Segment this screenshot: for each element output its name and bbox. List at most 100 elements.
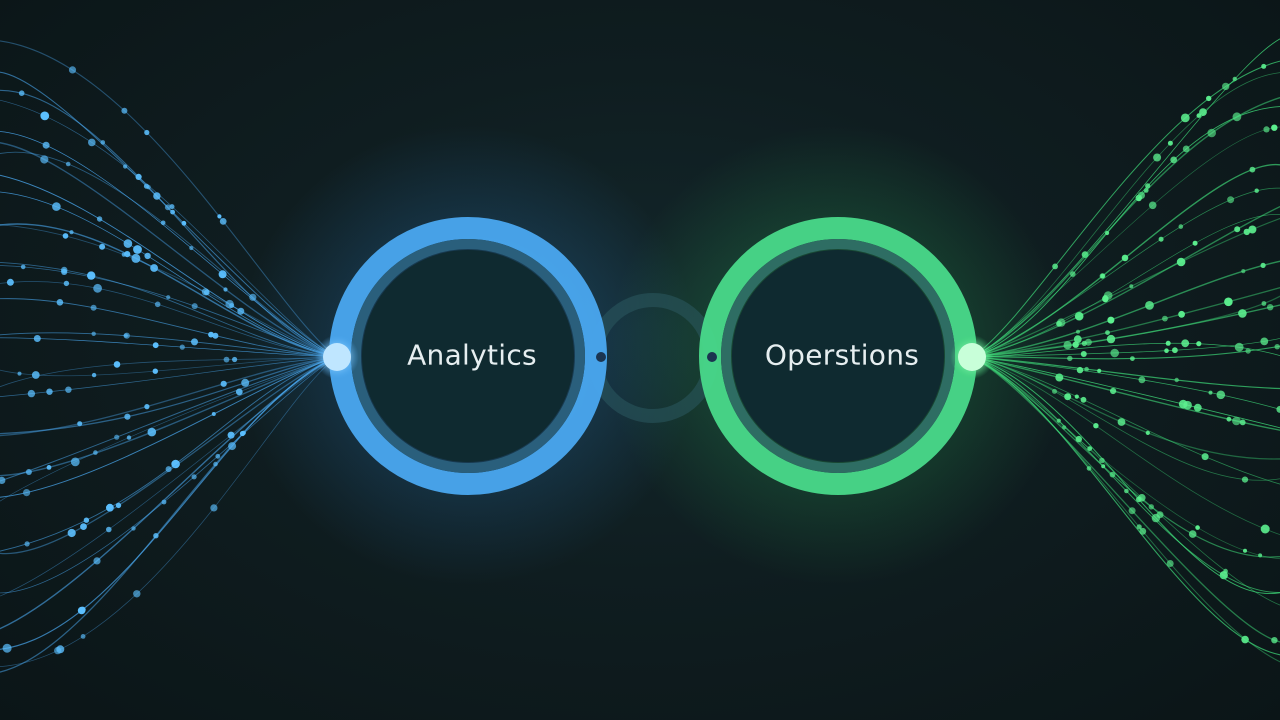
fiber-node-dot	[1074, 394, 1079, 399]
fiber-node-dot	[1093, 423, 1099, 429]
fiber-strand	[0, 356, 338, 555]
fiber-node-dot	[1121, 254, 1129, 262]
fiber-node-dot	[1138, 494, 1146, 502]
fiber-strand	[971, 164, 1280, 358]
fiber-node-dot	[223, 287, 228, 292]
fiber-node-dot	[88, 138, 96, 147]
fiber-node-dot	[1117, 418, 1126, 426]
fiber-node-dot	[146, 185, 151, 190]
fiber-node-dot	[171, 459, 180, 469]
fiber-node-dot	[1166, 560, 1174, 567]
fiber-node-dot	[191, 303, 198, 310]
fiber-strand	[0, 142, 338, 358]
fiber-node-dot	[1208, 390, 1213, 395]
fiber-node-dot	[131, 253, 141, 263]
fiber-node-dot	[1145, 183, 1151, 189]
fiber-node-dot	[223, 356, 230, 363]
fiber-node-dot	[1110, 348, 1119, 358]
fiber-node-dot	[169, 204, 175, 210]
fiber-node-dot	[1165, 340, 1171, 346]
fiber-node-dot	[154, 301, 161, 308]
fiber-node-dot	[1241, 476, 1249, 483]
fiber-node-dot	[65, 161, 71, 167]
fiber-node-dot	[80, 634, 86, 639]
fiber-node-dot	[126, 435, 132, 440]
fiber-node-dot	[27, 389, 36, 398]
fiber-node-dot	[69, 230, 74, 235]
fiber-node-dot	[218, 270, 227, 279]
fiber-node-dot	[1148, 504, 1155, 510]
fiber-strand	[971, 106, 1280, 358]
fiber-node-dot	[1254, 188, 1259, 193]
fiber-node-dot	[1223, 568, 1228, 574]
fiber-node-dot	[220, 380, 227, 387]
fiber-node-dot	[93, 450, 98, 455]
fiber-strand	[0, 356, 338, 502]
fiber-node-dot	[144, 404, 150, 410]
fiber-strand	[0, 337, 338, 358]
fiber-node-dot	[1263, 126, 1270, 133]
fiber-strand	[0, 131, 338, 358]
fiber-node-dot	[42, 141, 50, 149]
fiber-node-dot	[123, 164, 128, 169]
fiber-node-dot	[1216, 390, 1226, 400]
fiber-node-dot	[1105, 230, 1110, 236]
fiber-strand	[0, 332, 338, 358]
fiber-node-dot	[1128, 507, 1136, 515]
fiber-node-dot	[60, 266, 68, 274]
fiber-strand	[971, 356, 1280, 558]
fiber-node-dot	[1181, 339, 1190, 348]
fiber-node-dot	[1245, 348, 1251, 354]
fiber-node-dot	[1084, 366, 1089, 372]
fiber-strand	[971, 356, 1280, 429]
fiber-node-dot	[1080, 396, 1087, 403]
fiber-strand	[0, 356, 338, 477]
fiber-strand	[0, 281, 338, 358]
fiber-strand	[971, 214, 1280, 358]
fiber-node-dot	[211, 412, 216, 416]
fiber-node-dot	[1176, 257, 1186, 267]
fiber-node-dot	[1261, 63, 1267, 69]
fiber-node-dot	[1271, 637, 1278, 644]
connector-dot-right	[707, 352, 717, 362]
fiber-node-dot	[33, 335, 41, 342]
operations-endpoint	[958, 343, 986, 371]
fiber-node-dot	[23, 489, 31, 497]
fiber-node-dot	[241, 378, 250, 387]
fiber-node-dot	[135, 173, 142, 180]
fiber-node-dot	[96, 216, 103, 222]
fiber-node-dot	[212, 332, 219, 339]
fiber-node-dot	[1106, 334, 1116, 344]
fiber-node-dot	[1156, 511, 1164, 519]
fiber-node-dot	[1158, 236, 1164, 242]
fiber-node-dot	[1241, 635, 1249, 644]
fiber-strand	[971, 356, 1280, 535]
fiber-node-dot	[1081, 251, 1089, 258]
fiber-node-dot	[1064, 393, 1072, 401]
fiber-node-dot	[1239, 419, 1246, 426]
fiber-node-dot	[93, 283, 102, 293]
fiber-node-dot	[114, 434, 120, 440]
fiber-node-dot	[124, 413, 131, 420]
fiber-node-dot	[1087, 446, 1093, 451]
fiber-strand	[971, 356, 1280, 460]
fiber-node-dot	[1130, 356, 1135, 361]
fiber-strand	[0, 99, 338, 358]
fiber-node-dot	[100, 140, 106, 145]
fiber-node-dot	[1222, 82, 1230, 91]
fiber-node-dot	[46, 465, 52, 470]
fiber-strand	[971, 356, 1280, 606]
fiber-node-dot	[144, 252, 151, 260]
fiber-strand	[971, 126, 1280, 358]
analytics-label: Analytics	[407, 338, 537, 372]
fiber-strand	[971, 356, 1280, 656]
fiber-node-dot	[0, 476, 6, 484]
fiber-node-dot	[31, 371, 40, 379]
right-fiber-network	[971, 38, 1280, 663]
fiber-node-dot	[83, 517, 90, 523]
fiber-node-dot	[165, 466, 172, 473]
fiber-node-dot	[2, 643, 12, 653]
fiber-node-dot	[1110, 387, 1117, 395]
fiber-strand	[0, 262, 338, 358]
fiber-strand	[971, 356, 1280, 643]
